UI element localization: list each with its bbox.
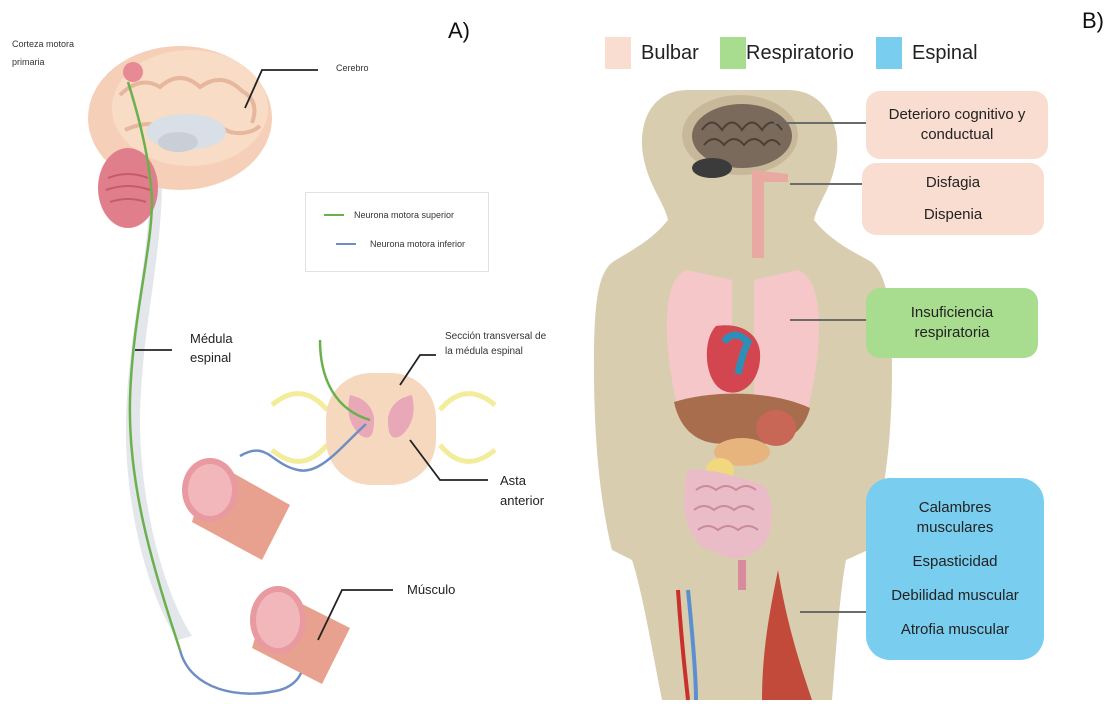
card-cognitive: Deterioro cognitivo y conductual: [866, 91, 1048, 159]
card-respiratory-line2: respiratoria: [914, 323, 989, 343]
card-cognitive-line2: conductual: [921, 125, 994, 145]
muscle-bundle-1: [182, 458, 290, 560]
label-cross-section-2: la médula espinal: [445, 346, 523, 358]
panel-a-letter: A): [448, 18, 470, 44]
panel-b-letter: B): [1082, 8, 1104, 34]
card-spinal: Calambres musculares Espasticidad Debili…: [866, 478, 1044, 660]
label-spinal-cord-2: espinal: [190, 349, 231, 366]
card-weakness: Debilidad muscular: [891, 586, 1019, 606]
card-respiratory: Insuficiencia respiratoria: [866, 288, 1038, 358]
cord-cross-section: [240, 340, 495, 485]
legend-lower-neuron: Neurona motora inferior: [370, 238, 465, 250]
legend-swatch-spinal: [876, 37, 902, 69]
label-motor-cortex-2: primaria: [12, 56, 45, 68]
card-dysphagia-dyspnea: Disfagia Dispenia: [862, 163, 1044, 235]
label-muscle: Músculo: [407, 581, 455, 598]
label-anterior-horn-2: anterior: [500, 492, 544, 509]
card-dysphagia: Disfagia: [926, 173, 980, 193]
muscle-bundle-2: [250, 586, 350, 684]
human-body-illustration: [592, 90, 902, 700]
card-cramps-line1: Calambres: [919, 498, 992, 518]
card-atrophy: Atrofia muscular: [901, 620, 1009, 640]
legend-label-spinal: Espinal: [912, 42, 978, 65]
legend-swatch-bulbar: [605, 37, 631, 69]
neuron-legend-swatches: [306, 193, 486, 269]
legend-swatch-respiratory: [720, 37, 746, 69]
brain-illustration: [88, 46, 272, 228]
card-dyspnea: Dispenia: [924, 205, 982, 225]
card-spasticity: Espasticidad: [912, 552, 997, 572]
card-respiratory-line1: Insuficiencia: [911, 303, 994, 323]
legend-upper-neuron: Neurona motora superior: [354, 209, 454, 221]
label-cross-section-1: Sección transversal de: [445, 331, 546, 343]
card-cognitive-line1: Deterioro cognitivo y: [889, 105, 1026, 125]
legend-label-respiratory: Respiratorio: [746, 42, 854, 65]
label-spinal-cord-1: Médula: [190, 330, 233, 347]
card-cramps-line2: musculares: [917, 518, 994, 538]
legend-label-bulbar: Bulbar: [641, 42, 699, 65]
spinal-cord-band: [126, 180, 192, 640]
label-brain: Cerebro: [336, 62, 369, 74]
label-motor-cortex-1: Corteza motora: [12, 38, 74, 50]
neuron-legend: Neurona motora superior Neurona motora i…: [305, 192, 489, 272]
label-anterior-horn-1: Asta: [500, 472, 526, 489]
